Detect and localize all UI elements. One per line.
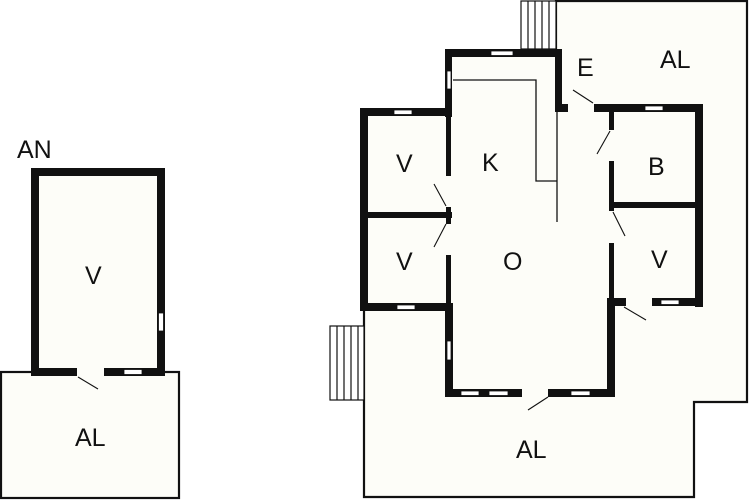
window xyxy=(460,390,480,396)
room-label-annex-room: V xyxy=(85,262,102,290)
room-label-bathroom: B xyxy=(648,153,665,181)
stairs-west xyxy=(329,325,365,401)
room-label-living-room: O xyxy=(503,248,522,276)
door-swing-icon xyxy=(433,183,447,207)
window xyxy=(396,304,416,310)
wall xyxy=(157,168,165,376)
door-swing-icon xyxy=(433,223,447,248)
annex-title: AN xyxy=(17,136,52,164)
window xyxy=(570,390,591,396)
door-swing-icon xyxy=(612,211,626,237)
window xyxy=(393,109,413,115)
wall xyxy=(446,112,451,176)
kitchen-counter xyxy=(453,79,557,182)
door-opening xyxy=(568,104,594,112)
room-label-bedroom-e: V xyxy=(651,246,668,274)
wall xyxy=(446,255,451,305)
room-label-bedroom-nw: V xyxy=(396,150,413,178)
window xyxy=(158,312,164,332)
door-opening xyxy=(77,368,104,376)
annex-terrace-area xyxy=(0,370,181,500)
wall xyxy=(611,202,700,208)
wall xyxy=(446,207,451,224)
wall xyxy=(607,298,615,397)
door-swing-icon xyxy=(572,89,594,104)
window xyxy=(488,390,509,396)
window xyxy=(490,50,514,56)
door-swing-icon xyxy=(596,130,611,155)
door-opening xyxy=(626,298,652,306)
wall xyxy=(360,212,452,218)
window xyxy=(123,369,143,375)
room-label-annex-terrace: AL xyxy=(75,424,106,452)
wall xyxy=(360,108,368,311)
annex-building xyxy=(0,168,181,500)
wall xyxy=(609,110,614,130)
window xyxy=(446,340,452,361)
door-opening xyxy=(522,389,548,397)
room-label-bedroom-sw: V xyxy=(396,248,413,276)
wall xyxy=(31,168,165,176)
room-label-entrance: E xyxy=(577,54,594,82)
window xyxy=(660,299,680,305)
window xyxy=(644,105,664,111)
door-swing-icon xyxy=(623,306,647,321)
wall xyxy=(609,161,614,211)
wall xyxy=(555,104,568,112)
wall xyxy=(609,243,614,303)
room-label-terrace-ne: AL xyxy=(660,46,691,74)
stairs-north xyxy=(520,0,557,50)
room-label-kitchen: K xyxy=(482,149,499,177)
window xyxy=(446,70,452,90)
room-label-terrace-s: AL xyxy=(516,436,547,464)
door-swing-icon xyxy=(77,376,99,390)
main-building xyxy=(329,0,749,499)
wall xyxy=(31,168,39,376)
door-swing-icon xyxy=(527,396,549,411)
wall xyxy=(610,298,703,306)
wall xyxy=(555,49,562,112)
